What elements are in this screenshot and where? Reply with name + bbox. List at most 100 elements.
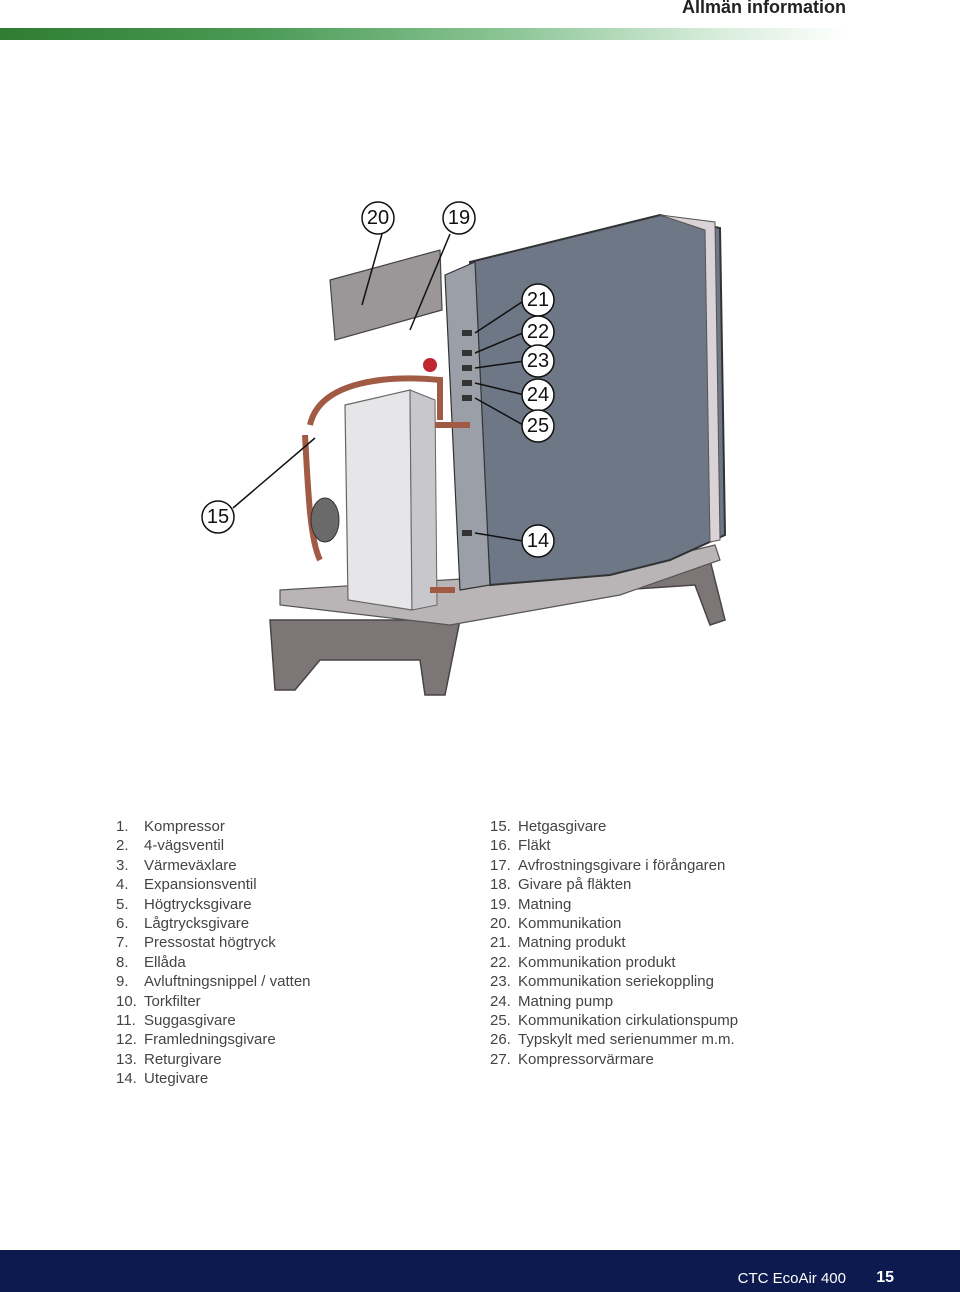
legend-label: Fläkt bbox=[518, 837, 551, 855]
component-legend-left: 1. Kompressor 2.4-vägsventil 3. Värmeväxla… bbox=[116, 817, 311, 1089]
copper-pipe-3 bbox=[430, 422, 470, 593]
callout-19: 19 bbox=[448, 207, 470, 229]
legend-number: 25. bbox=[490, 1012, 511, 1030]
legend-number: 1. bbox=[116, 818, 129, 835]
legend-number: 6. bbox=[116, 915, 129, 933]
control-board bbox=[329, 249, 443, 341]
legend-label: Torkfilter bbox=[144, 992, 201, 1010]
callout-circles bbox=[201, 201, 555, 558]
page-footer: CTC EcoAir 400 15 bbox=[0, 1250, 960, 1292]
legend-item: 22. Kommunikation produkt bbox=[490, 953, 738, 972]
legend-item: 15. Hetgasgivare bbox=[490, 817, 738, 836]
legend-label: Matning bbox=[518, 895, 572, 913]
legend-item: 27. Kompressorvärmare bbox=[490, 1050, 738, 1069]
legend-label: Värmeväxlare bbox=[144, 856, 237, 874]
legend-label: Kommunikation seriekoppling bbox=[518, 973, 714, 991]
legend-number: 22. bbox=[490, 953, 511, 971]
callout-15: 15 bbox=[207, 506, 229, 528]
legend-label: Matning produkt bbox=[518, 934, 626, 952]
legend-label: Hetgasgivare bbox=[518, 818, 607, 835]
legend-number: 3. bbox=[116, 856, 129, 874]
legend-item: 24. Matning pump bbox=[490, 992, 738, 1011]
legend-number: 24. bbox=[490, 992, 511, 1010]
callout-leaders bbox=[232, 233, 526, 542]
legend-label: Givare på fläkten bbox=[518, 876, 632, 894]
legend-label: Matning pump bbox=[518, 992, 614, 1010]
callout-21: 21 bbox=[527, 289, 549, 311]
legend-label: Typskylt med serienummer m.m. bbox=[518, 1031, 735, 1049]
legend-item: 4. Expansionsventil bbox=[116, 875, 311, 894]
legend-label: Framledningsgivare bbox=[144, 1031, 276, 1049]
legend-number: 13. bbox=[116, 1050, 137, 1068]
callout-25: 25 bbox=[527, 415, 549, 437]
legend-label: Utegivare bbox=[144, 1070, 209, 1088]
callout-22: 22 bbox=[527, 321, 549, 343]
legend-number: 9. bbox=[116, 973, 129, 991]
legend-number: 20. bbox=[490, 915, 511, 933]
legend-number: 15. bbox=[490, 818, 511, 835]
legend-item: 13. Returgivare bbox=[116, 1050, 311, 1069]
legend-item: 11.Suggasgivare bbox=[116, 1011, 311, 1030]
legend-number: 26. bbox=[490, 1031, 511, 1049]
legend-label: Suggasgivare bbox=[144, 1012, 236, 1030]
legend-number: 4. bbox=[116, 876, 129, 894]
legend-label: Kommunikation cirkulationspump bbox=[518, 1012, 739, 1030]
legend-label: Ellåda bbox=[144, 953, 186, 971]
legend-label: Returgivare bbox=[144, 1050, 222, 1068]
legend-item: 19.Matning bbox=[490, 895, 738, 914]
legend-label: Expansionsventil bbox=[144, 876, 257, 894]
valve bbox=[423, 358, 437, 372]
legend-item: 10.Torkfilter bbox=[116, 992, 311, 1011]
legend-item: 18.Givare på fläkten bbox=[490, 875, 738, 894]
section-title: Allmän information bbox=[681, 0, 846, 17]
compressor bbox=[310, 497, 340, 543]
legend-label: Kommunikation produkt bbox=[518, 953, 676, 971]
legend-item: 16. Fläkt bbox=[490, 836, 738, 855]
legend-label: Pressostat högtryck bbox=[144, 934, 276, 952]
copper-pipe bbox=[307, 375, 443, 426]
legend-item: 7. Pressostat högtryck bbox=[116, 933, 311, 952]
heat-pump-illustration: 20 19 21 22 23 24 25 15 14 bbox=[190, 190, 770, 710]
legend-number: 17. bbox=[490, 856, 511, 874]
copper-pipe-2 bbox=[302, 434, 323, 562]
legend-item: 14. Utegivare bbox=[116, 1069, 311, 1088]
legend-number: 16. bbox=[490, 837, 511, 855]
heat-exchanger-side bbox=[409, 389, 438, 611]
legend-item: 9. Avluftningsnippel / vatten bbox=[116, 972, 311, 991]
legend-item: 3. Värmeväxlare bbox=[116, 856, 311, 875]
legend-label: 4-vägsventil bbox=[144, 837, 225, 855]
legend-item: 6.Lågtrycksgivare bbox=[116, 914, 311, 933]
legend-label: Kompressor bbox=[144, 818, 225, 835]
heat-exchanger bbox=[344, 389, 413, 611]
callout-14: 14 bbox=[527, 530, 549, 552]
legend-number: 27. bbox=[490, 1050, 511, 1068]
legend-item: 25. Kommunikation cirkulationspump bbox=[490, 1011, 738, 1030]
legend-item: 2.4-vägsventil bbox=[116, 836, 311, 855]
heat-pump-drawing: 20 19 21 22 23 24 25 15 14 bbox=[201, 201, 727, 696]
legend-item: 17. Avfrostningsgivare i förångaren bbox=[490, 856, 738, 875]
callout-20: 20 bbox=[367, 207, 389, 229]
page-number: 15 bbox=[876, 1269, 894, 1286]
legend-number: 23. bbox=[490, 973, 511, 991]
callout-23: 23 bbox=[527, 350, 549, 372]
legend-item: 20.Kommunikation bbox=[490, 914, 738, 933]
footer-product-name: CTC EcoAir 400 bbox=[737, 1270, 846, 1287]
legend-label: Avfrostningsgivare i förångaren bbox=[518, 856, 726, 874]
legend-item: 23. Kommunikation seriekoppling bbox=[490, 972, 738, 991]
legend-number: 12. bbox=[116, 1031, 137, 1049]
legend-label: Högtrycksgivare bbox=[144, 895, 252, 913]
header-gradient-bar bbox=[0, 28, 850, 40]
legend-number: 7. bbox=[116, 934, 129, 952]
stand-left bbox=[269, 619, 461, 696]
connector-block bbox=[462, 330, 472, 536]
legend-label: Kompressorvärmare bbox=[518, 1050, 654, 1068]
legend-item: 21. Matning produkt bbox=[490, 933, 738, 952]
legend-item: 12. Framledningsgivare bbox=[116, 1030, 311, 1049]
legend-number: 14. bbox=[116, 1070, 137, 1088]
fan-housing-panel bbox=[468, 213, 727, 587]
legend-label: Avluftningsnippel / vatten bbox=[144, 973, 311, 991]
legend-number: 5. bbox=[116, 895, 129, 913]
legend-item: 26. Typskylt med serienummer m.m. bbox=[490, 1030, 738, 1049]
legend-number: 21. bbox=[490, 934, 511, 952]
legend-item: 8.Ellåda bbox=[116, 953, 311, 972]
